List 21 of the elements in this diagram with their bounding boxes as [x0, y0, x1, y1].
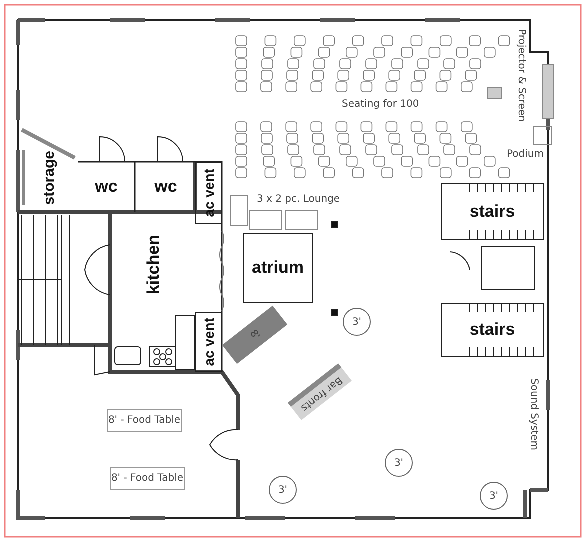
bar-table: 8': [222, 306, 288, 364]
round-table: 3': [480, 482, 508, 510]
room-label: kitchen: [114, 216, 192, 314]
room-label: atrium: [243, 233, 313, 303]
round-table: 3': [385, 449, 413, 477]
round-table: 3': [343, 308, 371, 336]
projector-label: Projector & Screen: [516, 29, 527, 122]
seating-label: Seating for 100: [342, 99, 420, 110]
room-label: wc: [78, 162, 135, 212]
room-label: stairs: [441, 183, 544, 240]
room-label: ac vent: [195, 312, 222, 372]
food-table: 8' - Food Table: [110, 467, 185, 490]
room-label: storage: [20, 144, 78, 212]
podium-label: Podium: [507, 149, 544, 160]
lounge-label: 3 x 2 pc. Lounge: [257, 194, 340, 205]
food-table: 8' - Food Table: [107, 409, 182, 432]
sound-system-label: Sound System: [528, 378, 540, 450]
room-label: stairs: [441, 303, 544, 357]
round-table: 3': [269, 476, 297, 504]
room-label: wc: [137, 162, 195, 212]
room-label: ac vent: [195, 162, 222, 224]
